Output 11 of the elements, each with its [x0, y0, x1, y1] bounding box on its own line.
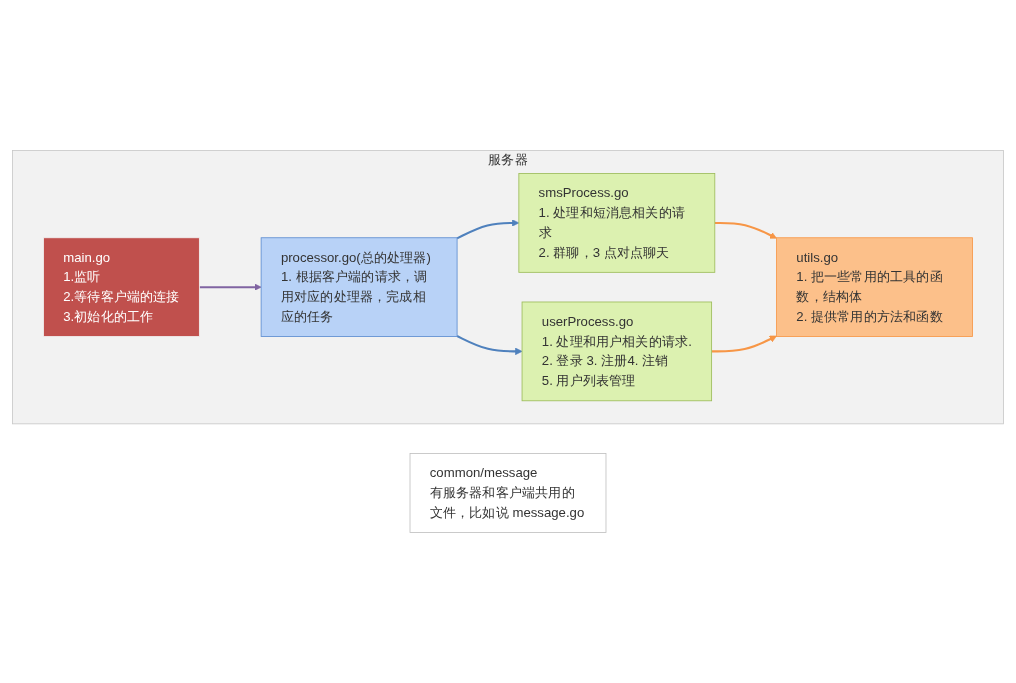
node-box: processor.go(总的处理器) 1. 根据客户端的请求，调用对应的处理器，完成相应的任务 [260, 237, 458, 337]
arrow [199, 283, 262, 291]
node-box: userProcess.go 1. 处理和用户相关的请求. 2. 登录 3. 注册4. 注销 5. 用户列表管理 [521, 301, 713, 402]
node-box: main.go 1.监听 2.等待客户端的连接 3.初始化的工作 [43, 237, 200, 337]
node-box: common/message 有服务器和客户端共用的文件，比如说 message.go [409, 453, 607, 533]
arrow [714, 221, 777, 239]
node-box: smsProcess.go 1. 处理和短消息相关的请求 2. 群聊，3 点对点聊天 [518, 173, 716, 273]
node-box: utils.go 1. 把一些常用的工具的函数，结构体 2. 提供常用的方法和函数 [776, 237, 973, 337]
arrow [711, 335, 777, 353]
arrow [456, 219, 520, 240]
arrow [456, 335, 523, 355]
